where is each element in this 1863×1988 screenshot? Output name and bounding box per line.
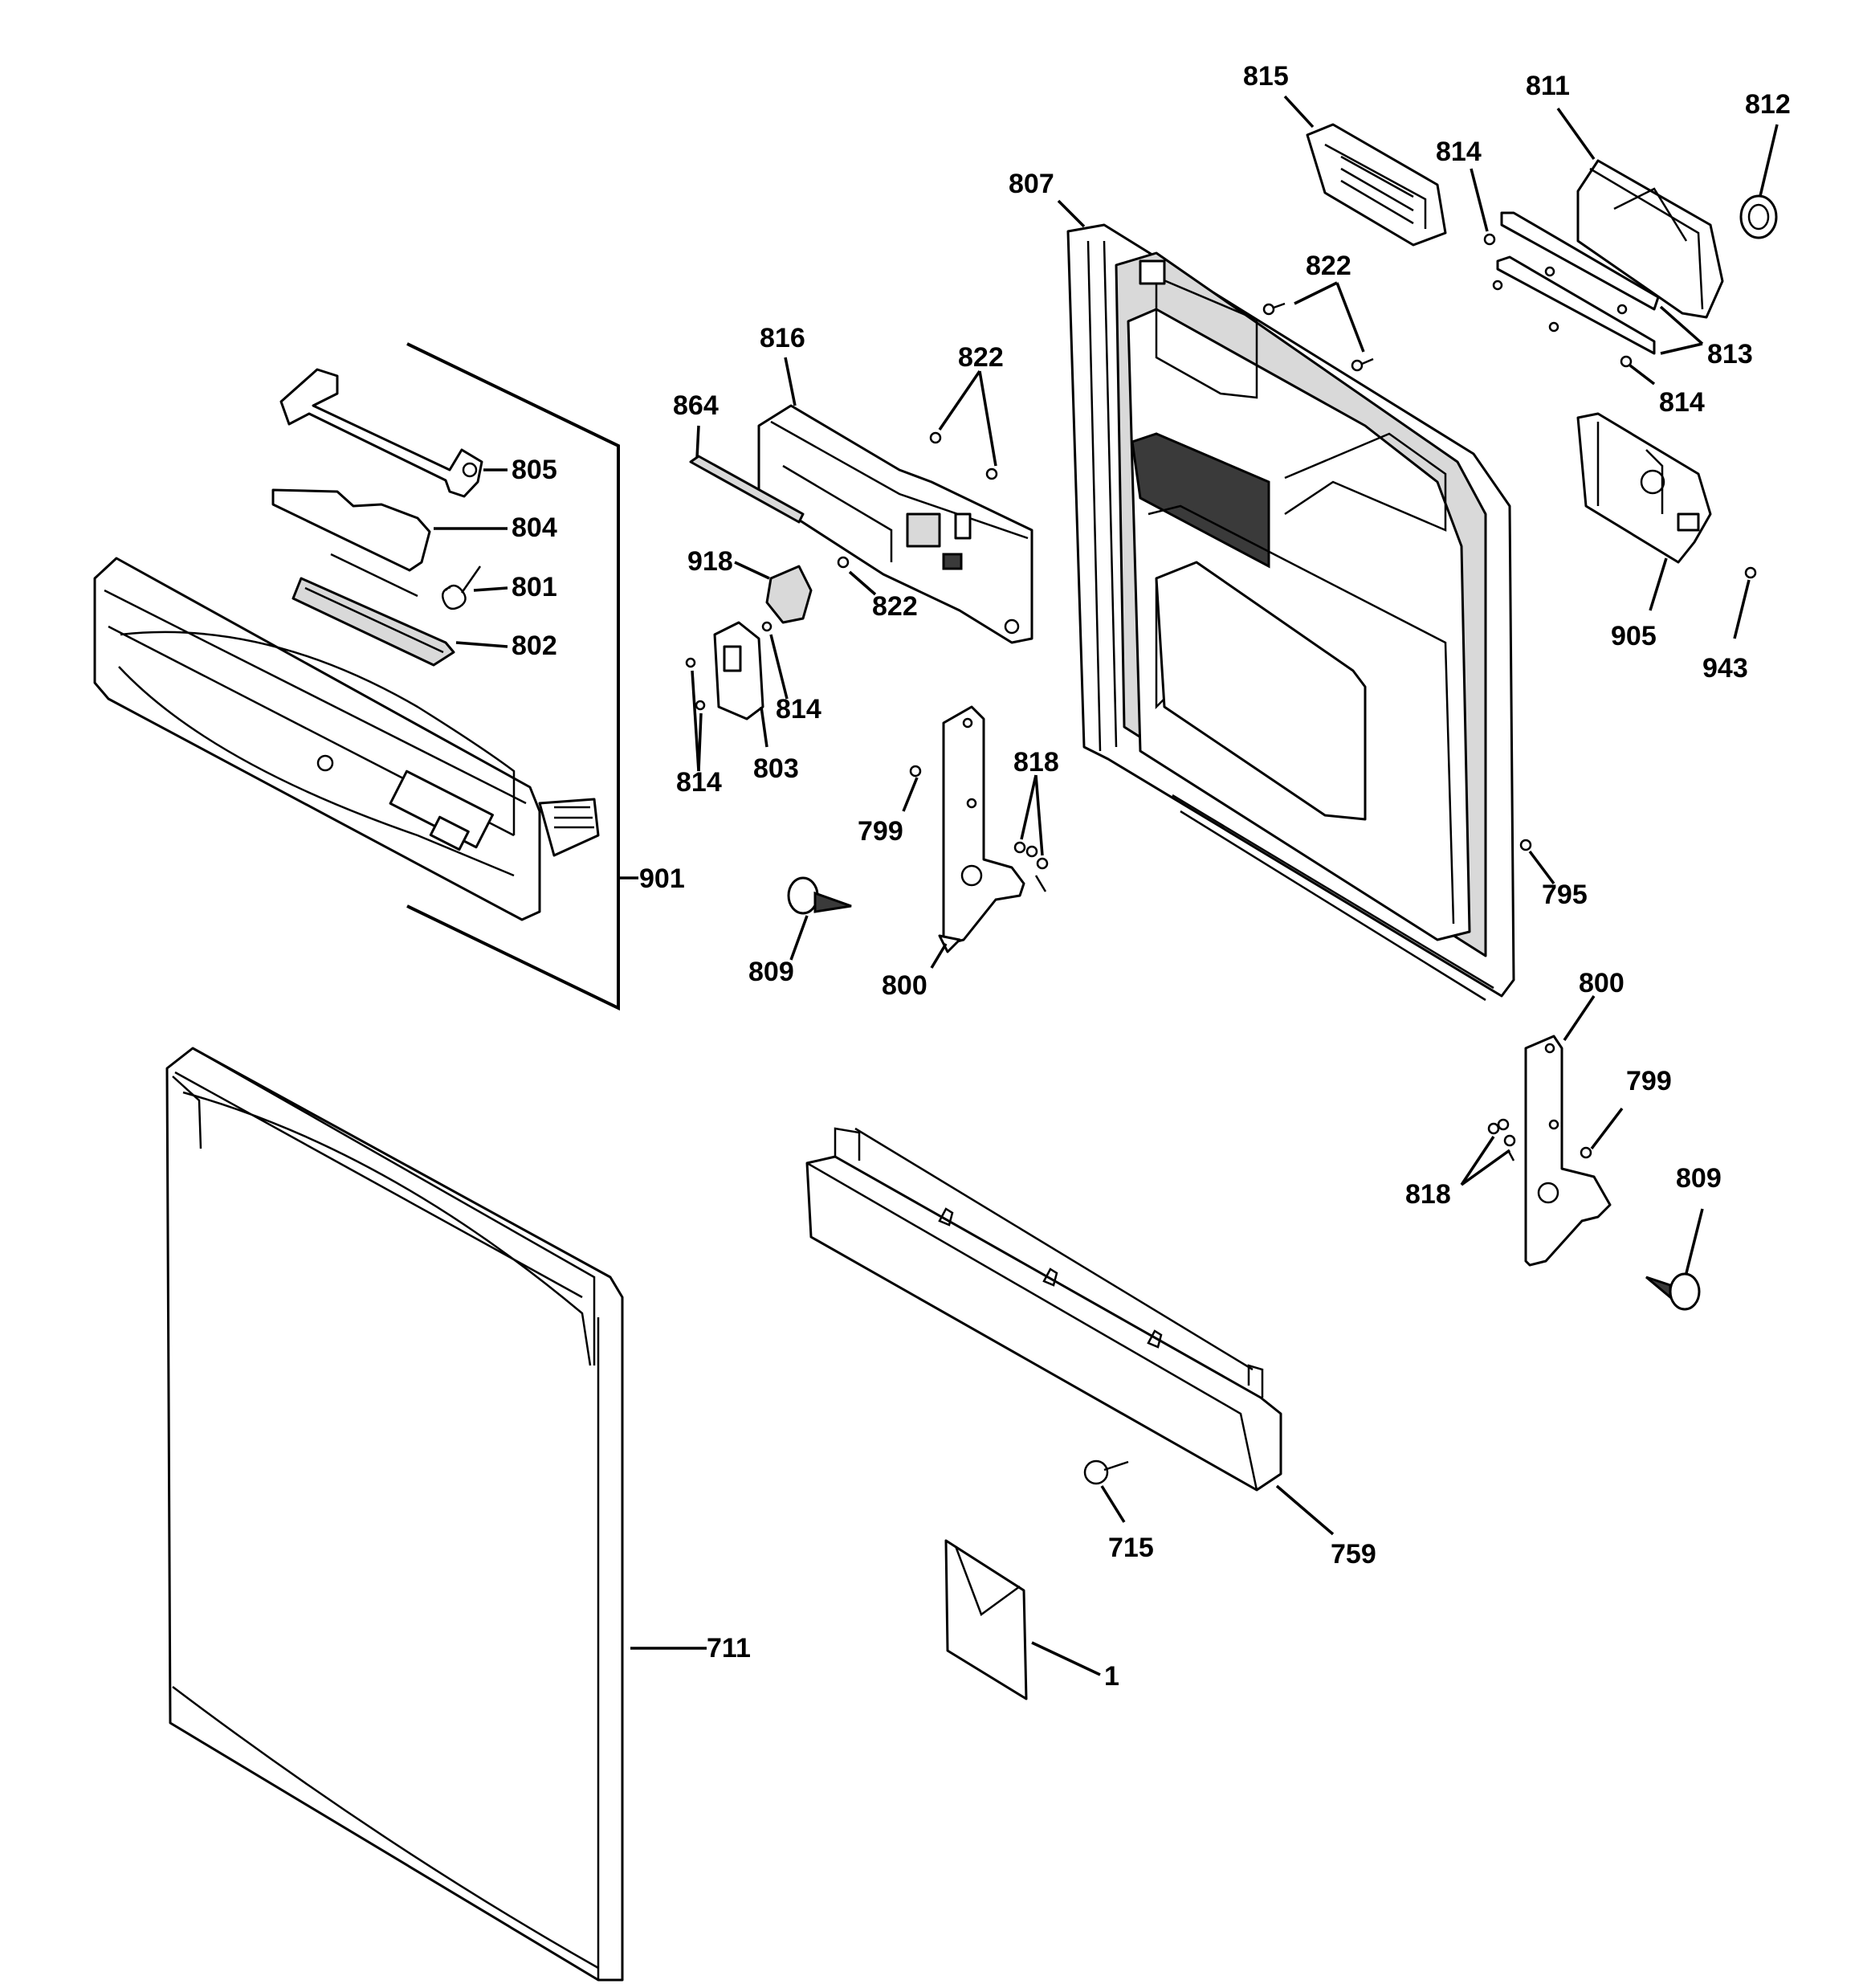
callout-813: 813 <box>1707 339 1753 369</box>
callout-1: 1 <box>1104 1661 1119 1692</box>
callout-799-right: 799 <box>1626 1066 1672 1096</box>
callout-809-left: 809 <box>748 957 794 987</box>
part-715-screw <box>1083 1459 1129 1523</box>
part-816-latch-assembly <box>757 357 1033 644</box>
callout-711: 711 <box>707 1633 751 1663</box>
part-822-screws-top <box>1262 281 1374 372</box>
callout-800-left: 800 <box>882 970 927 1001</box>
callout-809-right: 809 <box>1676 1163 1722 1194</box>
callout-803: 803 <box>753 753 799 784</box>
callout-799-left: 799 <box>858 816 903 847</box>
part-814-screws-actuator <box>685 621 789 772</box>
callout-918: 918 <box>687 546 733 577</box>
part-759-kick-panel <box>805 1127 1335 1536</box>
part-822-screws-latch <box>837 370 998 596</box>
callout-822-top: 822 <box>1306 251 1351 281</box>
callout-795: 795 <box>1542 880 1588 910</box>
callout-905: 905 <box>1611 621 1657 651</box>
part-807-inner-door <box>1057 199 1515 1002</box>
part-799-screw-left <box>902 765 922 812</box>
callout-807: 807 <box>1009 169 1054 199</box>
callout-943: 943 <box>1702 653 1748 684</box>
part-815-vent <box>1283 95 1447 247</box>
callout-901: 901 <box>639 863 685 894</box>
part-901-control-panel <box>93 557 600 921</box>
part-811-housing <box>1556 107 1724 319</box>
callout-814-actuator-left: 814 <box>676 767 722 798</box>
callout-814-lower: 814 <box>1659 387 1705 418</box>
part-800-hinge-right <box>1524 995 1612 1267</box>
callout-811: 811 <box>1526 71 1570 101</box>
part-802-rail <box>291 577 508 667</box>
callout-814-actuator-right: 814 <box>776 694 821 725</box>
callout-822-low: 822 <box>872 591 918 622</box>
part-805-bracket <box>279 368 508 498</box>
callout-801: 801 <box>512 572 557 602</box>
callout-864: 864 <box>673 390 719 421</box>
callout-818-left: 818 <box>1013 747 1059 778</box>
callout-814-upper: 814 <box>1436 137 1482 167</box>
callout-804: 804 <box>512 512 557 543</box>
part-918-switch <box>734 561 813 624</box>
part-1-literature <box>944 1539 1101 1700</box>
part-809-bumper-left <box>787 876 852 961</box>
part-804-plate <box>271 488 508 572</box>
part-814-screws-upper <box>1470 168 1656 386</box>
part-818-fasteners-right <box>1460 1118 1516 1186</box>
callout-805: 805 <box>512 455 557 485</box>
callout-802: 802 <box>512 631 557 661</box>
part-943-screw <box>1733 566 1757 639</box>
part-864-strip <box>689 425 805 524</box>
part-905-control-module <box>1576 412 1712 611</box>
callout-812: 812 <box>1745 89 1791 120</box>
part-711-door-panel <box>165 1047 707 1982</box>
part-803-actuator <box>713 621 768 748</box>
part-812-knob <box>1739 124 1779 239</box>
callout-759: 759 <box>1331 1539 1376 1570</box>
callout-816: 816 <box>760 323 805 353</box>
part-795-screw <box>1519 839 1555 885</box>
callout-800-right: 800 <box>1579 968 1625 998</box>
callout-822-latch: 822 <box>958 342 1004 373</box>
callout-818-right: 818 <box>1405 1179 1451 1210</box>
part-799-screw-right <box>1580 1107 1624 1159</box>
part-809-bumper-right <box>1645 1208 1704 1311</box>
part-800-hinge-left <box>930 705 1025 969</box>
callout-715: 715 <box>1108 1533 1154 1563</box>
control-panel-assembly-bracket <box>406 342 638 1011</box>
part-813-brackets <box>1492 211 1704 355</box>
part-801-spring <box>330 553 508 610</box>
callout-815: 815 <box>1243 61 1289 92</box>
part-818-fasteners-left <box>1013 774 1049 892</box>
